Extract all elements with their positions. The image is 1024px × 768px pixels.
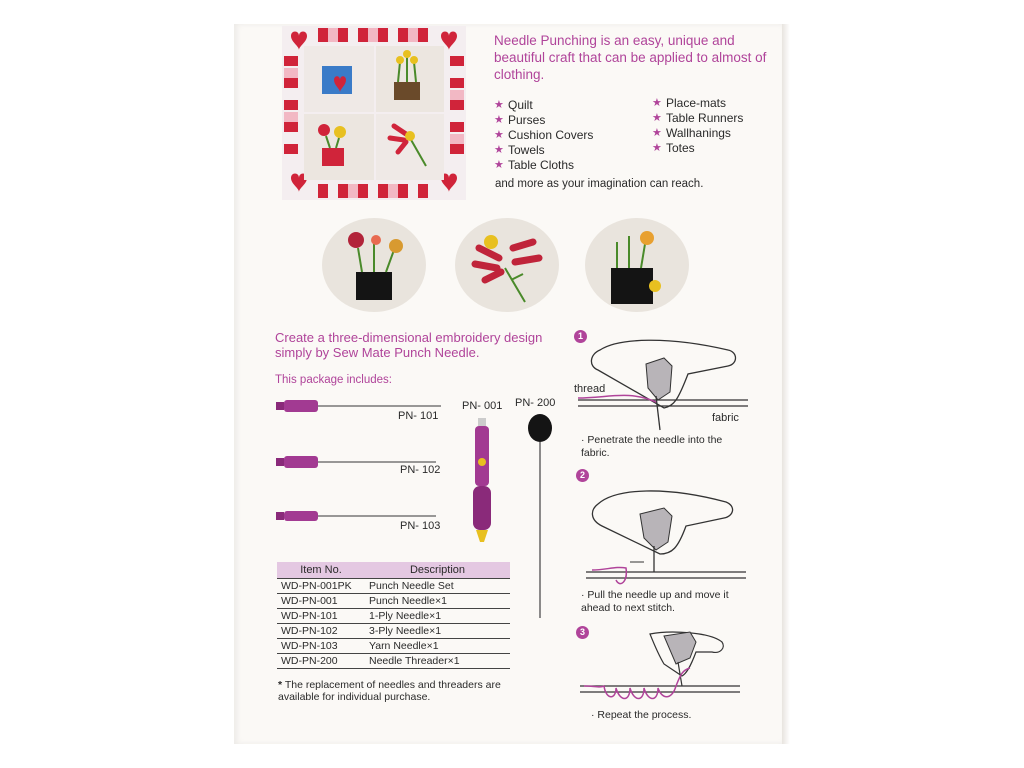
intro-text: Needle Punching is an easy, unique and b… bbox=[494, 33, 767, 82]
needle-pn103-label: PN- 103 bbox=[400, 520, 441, 532]
needle-pn102-label: PN- 102 bbox=[400, 464, 441, 476]
needle-pn102-image bbox=[276, 456, 436, 468]
list-item: ★Purses bbox=[494, 113, 546, 127]
asterisk: * bbox=[278, 679, 283, 691]
pn200-label: PN- 200 bbox=[515, 397, 556, 409]
star-icon: ★ bbox=[652, 142, 662, 154]
package-label: This package includes: bbox=[275, 374, 392, 386]
needle-pn101-image bbox=[276, 400, 441, 412]
step-2-text: · Pull the needle up and move it ahead t… bbox=[581, 589, 729, 614]
star-icon: ★ bbox=[494, 159, 504, 171]
list-item: ★Table Runners bbox=[652, 111, 744, 125]
step-2-number: 2 bbox=[576, 469, 589, 482]
punch-needle-pn001-image bbox=[473, 418, 491, 542]
star-icon: ★ bbox=[494, 114, 504, 126]
embroidery-sample-1 bbox=[322, 218, 426, 312]
table-header: Item No. bbox=[277, 562, 365, 579]
list-item: ★Totes bbox=[652, 141, 695, 155]
pn001-label: PN- 001 bbox=[462, 400, 503, 412]
star-icon: ★ bbox=[652, 97, 662, 109]
uses-list-left: ★Quilt ★Purses ★Cushion Covers ★Towels ★… bbox=[494, 98, 593, 173]
step-2-illustration bbox=[586, 490, 746, 585]
star-icon: ★ bbox=[652, 112, 662, 124]
star-icon: ★ bbox=[494, 99, 504, 111]
more-text: and more as your imagination can reach. bbox=[495, 178, 704, 190]
step-3-text: · Repeat the process. bbox=[591, 709, 692, 721]
uses-list-right: ★Place-mats ★Table Runners ★Wallhanings … bbox=[652, 96, 743, 156]
fabric-label: fabric bbox=[712, 412, 739, 424]
step-3-number: 3 bbox=[576, 626, 589, 639]
step-1-number: 1 bbox=[574, 330, 587, 343]
list-item: ★Quilt bbox=[494, 98, 533, 112]
card-edge bbox=[782, 24, 790, 744]
table-header: Description bbox=[365, 562, 510, 579]
star-icon: ★ bbox=[494, 144, 504, 156]
list-item: ★Table Cloths bbox=[494, 158, 575, 172]
star-icon: ★ bbox=[494, 129, 504, 141]
needle-threader-pn200-image bbox=[528, 414, 552, 618]
list-item: ★Place-mats bbox=[652, 96, 727, 110]
list-item: ★Towels bbox=[494, 143, 545, 157]
star-icon: ★ bbox=[652, 127, 662, 139]
list-item: ★Cushion Covers bbox=[494, 128, 594, 142]
needle-pn103-image bbox=[276, 511, 436, 521]
replacement-note: * The replacement of needles and threade… bbox=[278, 679, 501, 703]
headline: Create a three-dimensional embroidery de… bbox=[275, 330, 543, 360]
quilt-image bbox=[282, 26, 466, 200]
needle-pn101-label: PN- 101 bbox=[398, 410, 439, 422]
embroidery-sample-2 bbox=[455, 218, 559, 312]
embroidery-sample-3 bbox=[585, 218, 689, 312]
step-3-illustration bbox=[580, 631, 740, 700]
thread-label: thread bbox=[574, 383, 606, 395]
step-1-text: · Penetrate the needle into the fabric. bbox=[581, 434, 723, 459]
step-1-illustration bbox=[578, 339, 748, 431]
list-item: ★Wallhanings bbox=[652, 126, 731, 140]
